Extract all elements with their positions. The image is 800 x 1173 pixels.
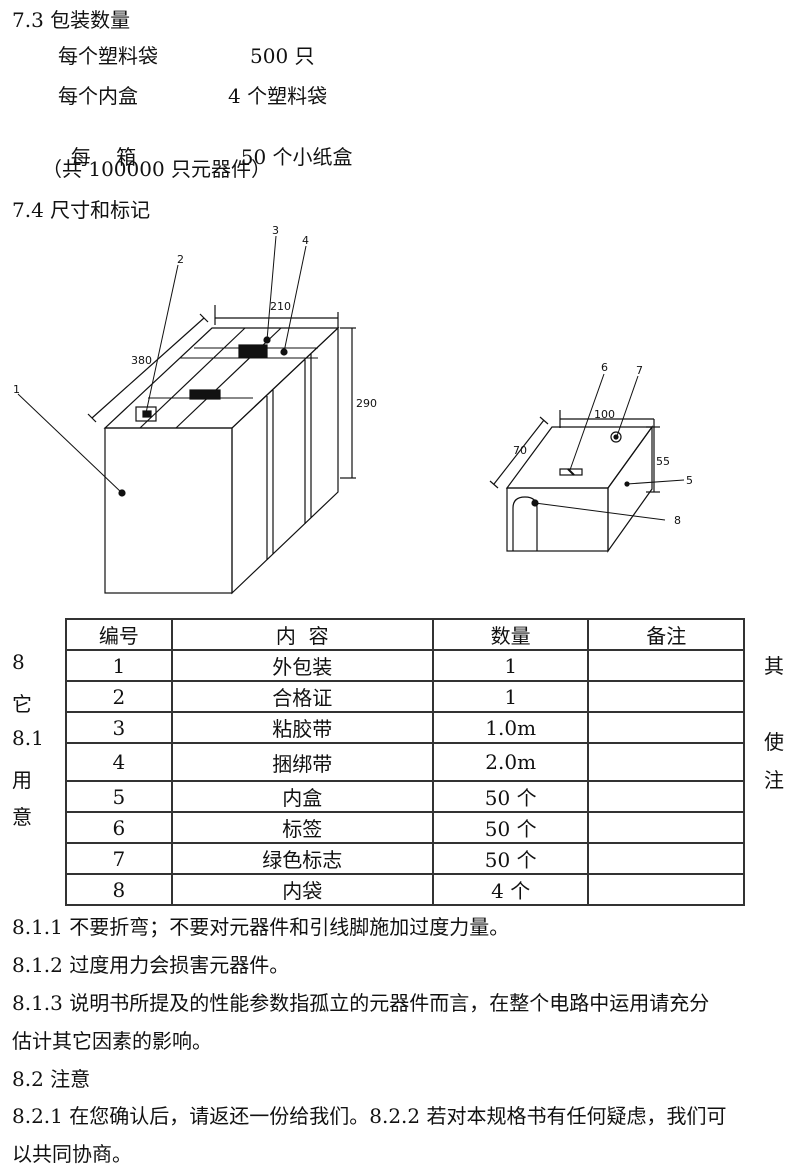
section-7-3-heading: 7.3 包装数量	[12, 8, 131, 32]
cell-number: 3	[65, 711, 173, 744]
cell-note	[587, 873, 745, 906]
cell-quantity: 2.0m	[431, 742, 590, 782]
header-note: 备注	[587, 618, 745, 651]
callout-7: 7	[636, 364, 643, 377]
callout-5: 5	[686, 474, 693, 487]
outer-carton-drawing	[17, 235, 356, 595]
inner-box-drawing	[489, 373, 685, 553]
cell-content: 捆绑带	[170, 742, 434, 782]
paragraph-8-2-1-line1: 8.2.1 在您确认后，请返还一份给我们。8.2.2 若对本规格书有任何疑虑，我…	[12, 1104, 727, 1128]
cell-quantity: 4 个	[431, 873, 590, 906]
callout-4: 4	[302, 234, 309, 247]
side-fragment-left-2: 8.1	[12, 726, 44, 750]
header-number: 编号	[65, 618, 173, 651]
side-fragment-right-2: 注	[764, 768, 784, 792]
paragraph-8-1-3-line2: 估计其它因素的影响。	[12, 1029, 212, 1053]
header-quantity: 数量	[431, 618, 590, 651]
callout-8: 8	[674, 514, 681, 527]
cell-note	[587, 780, 745, 813]
table-row: 3 粘胶带 1.0m	[65, 711, 745, 744]
packaging-diagram: 210 380 290 100 70 55 1 2 3 4 5 6 7 8	[13, 224, 693, 595]
side-fragment-left-0: 8	[12, 650, 25, 674]
cell-content: 内盒	[170, 780, 434, 813]
packing-row-carton: 每 箱 50 个小纸盒	[58, 117, 353, 170]
dim-height-label: 290	[356, 397, 377, 410]
small-dim-width-label: 100	[594, 408, 615, 421]
side-fragment-left-1: 它	[12, 692, 32, 716]
packing-label: 每 箱	[70, 145, 137, 169]
cell-note	[587, 680, 745, 713]
parts-table: 编号 内 容 数量 备注 1 外包装 1 2 合格证 1 3 粘胶带 1.0m …	[65, 618, 745, 906]
cell-quantity: 1	[431, 680, 590, 713]
side-fragment-left-4: 意	[12, 805, 32, 829]
dim-length-label: 380	[131, 354, 152, 367]
cell-quantity: 50 个	[431, 780, 590, 813]
cell-number: 4	[65, 742, 173, 782]
cell-content: 粘胶带	[170, 711, 434, 744]
cell-content: 外包装	[170, 649, 434, 682]
section-7-4-heading: 7.4 尺寸和标记	[12, 198, 151, 222]
cell-number: 5	[65, 780, 173, 813]
paragraph-8-1-3-line1: 8.1.3 说明书所提及的性能参数指孤立的元器件而言，在整个电路中运用请充分	[12, 991, 710, 1015]
side-fragment-left-3: 用	[12, 768, 32, 792]
side-fragment-right-0: 其	[764, 654, 784, 678]
packing-value: 50 个小纸盒	[240, 145, 353, 169]
packing-value: 4 个塑料袋	[228, 84, 328, 108]
table-row: 8 内袋 4 个	[65, 873, 745, 906]
cell-quantity: 1	[431, 649, 590, 682]
paragraph-8-1-2: 8.1.2 过度用力会损害元器件。	[12, 953, 290, 977]
cell-note	[587, 711, 745, 744]
table-row: 5 内盒 50 个	[65, 780, 745, 813]
cell-number: 6	[65, 811, 173, 844]
cell-number: 1	[65, 649, 173, 682]
cell-content: 合格证	[170, 680, 434, 713]
cell-note	[587, 842, 745, 875]
cell-quantity: 50 个	[431, 842, 590, 875]
heading-8-2: 8.2 注意	[12, 1067, 91, 1091]
cell-content: 内袋	[170, 873, 434, 906]
table-row: 2 合格证 1	[65, 680, 745, 713]
cell-note	[587, 811, 745, 844]
dim-width-label: 210	[270, 300, 291, 313]
cell-quantity: 1.0m	[431, 711, 590, 744]
cell-number: 8	[65, 873, 173, 906]
table-row: 7 绿色标志 50 个	[65, 842, 745, 875]
cell-content: 绿色标志	[170, 842, 434, 875]
callout-2: 2	[177, 253, 184, 266]
packing-row-bag: 每个塑料袋 500 只	[58, 40, 315, 69]
small-dim-height-label: 55	[656, 455, 670, 468]
cell-note	[587, 742, 745, 782]
packing-label: 每个内盒	[58, 84, 138, 108]
small-dim-length-label: 70	[513, 444, 527, 457]
paragraph-8-1-1: 8.1.1 不要折弯；不要对元器件和引线脚施加过度力量。	[12, 915, 510, 939]
table-header-row: 编号 内 容 数量 备注	[65, 618, 745, 651]
callout-6: 6	[601, 361, 608, 374]
cell-content: 标签	[170, 811, 434, 844]
callout-3: 3	[272, 224, 279, 237]
header-content: 内 容	[170, 618, 434, 651]
table-row: 6 标签 50 个	[65, 811, 745, 844]
packing-label: 每个塑料袋	[58, 44, 158, 68]
table-row: 4 捆绑带 2.0m	[65, 742, 745, 782]
paragraph-8-2-1-line2: 以共同协商。	[12, 1142, 132, 1166]
packing-value: 500 只	[250, 44, 315, 68]
cell-number: 7	[65, 842, 173, 875]
cell-quantity: 50 个	[431, 811, 590, 844]
callout-1: 1	[13, 383, 20, 396]
cell-number: 2	[65, 680, 173, 713]
side-fragment-right-1: 使	[764, 730, 784, 754]
packing-total: （共 100000 只元器件）	[42, 157, 272, 181]
table-row: 1 外包装 1	[65, 649, 745, 682]
cell-note	[587, 649, 745, 682]
packing-row-inner-box: 每个内盒 4 个塑料袋	[58, 80, 327, 109]
